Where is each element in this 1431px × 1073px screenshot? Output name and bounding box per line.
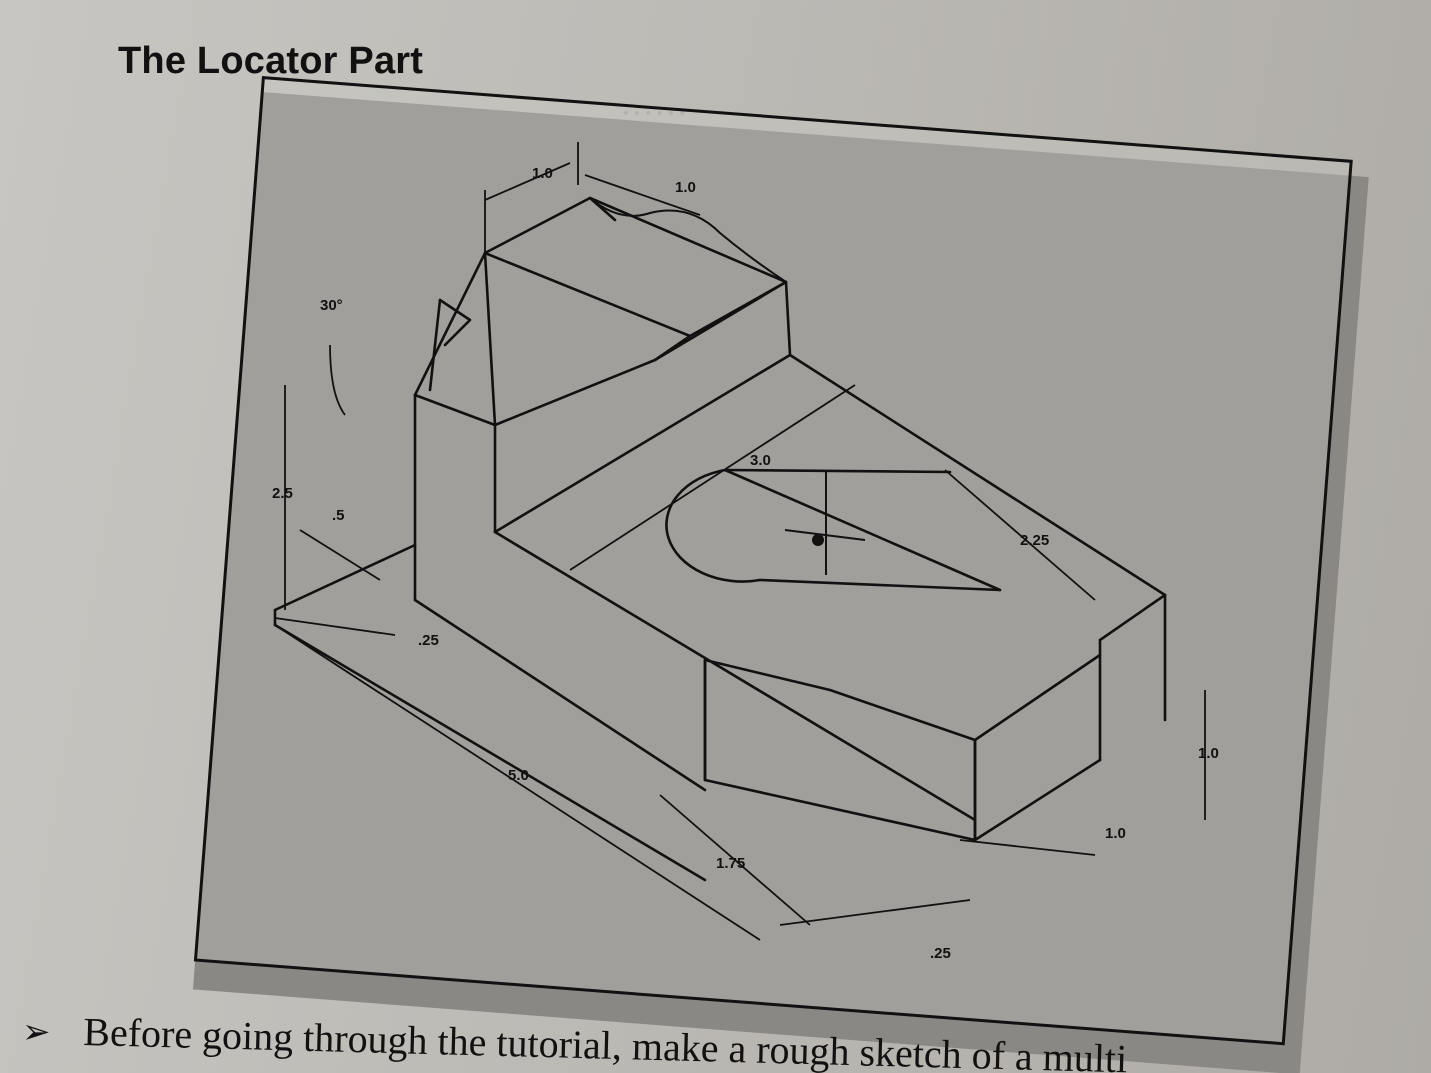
dim-block-height: 1.0 (1198, 745, 1219, 762)
dim-block-depth: 1.0 (1105, 825, 1126, 842)
dim-center-width: 3.0 (750, 452, 771, 469)
dim-slot-length: 2.25 (1020, 532, 1049, 549)
angle-arc (329, 344, 346, 416)
dim-base-thickness-right: .25 (930, 945, 951, 962)
bullet-arrow-icon: ➢ (22, 1012, 51, 1052)
center-mark (812, 534, 824, 546)
part-outline (273, 196, 1167, 882)
dim-front-block: 1.75 (716, 855, 745, 872)
dim-top-depth: 1.0 (675, 179, 696, 196)
dimension-lines (274, 142, 1206, 941)
page-heading: The Locator Part (118, 40, 424, 82)
dim-base-thickness-left: .25 (418, 632, 439, 649)
centerlines (784, 470, 866, 575)
dim-top-width: 1.0 (532, 165, 553, 182)
dim-step-height: .5 (332, 507, 345, 524)
dim-angle: 30° (320, 297, 343, 314)
dim-height-total: 2.5 (272, 485, 293, 502)
dim-length-total: 5.0 (508, 767, 529, 784)
